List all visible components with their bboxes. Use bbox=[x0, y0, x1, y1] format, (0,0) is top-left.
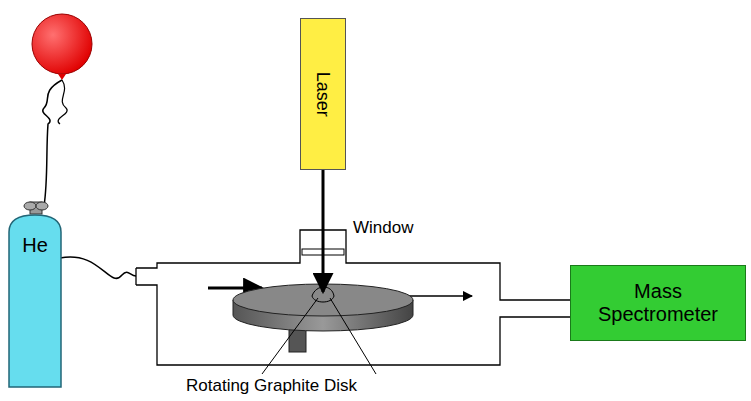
laser-box: Laser bbox=[300, 18, 346, 170]
gas-tank: He bbox=[8, 214, 62, 388]
balloon bbox=[32, 14, 92, 206]
laser-beam bbox=[322, 170, 325, 292]
instrument-box: Mass Spectrometer bbox=[570, 265, 746, 341]
graphite-disk bbox=[233, 284, 413, 352]
gas-line bbox=[60, 257, 136, 278]
leader-line bbox=[262, 298, 318, 374]
node-label: He bbox=[16, 234, 54, 257]
node-label: Mass Spectrometer bbox=[571, 280, 745, 326]
flow-arrow bbox=[208, 287, 262, 290]
reaction-chamber bbox=[136, 230, 576, 365]
leader-line bbox=[330, 298, 376, 374]
tank-valve bbox=[24, 202, 48, 214]
window-label: Window bbox=[353, 218, 413, 238]
node-label: Laser bbox=[313, 71, 334, 116]
part-label: Rotating Graphite Disk bbox=[186, 376, 357, 396]
